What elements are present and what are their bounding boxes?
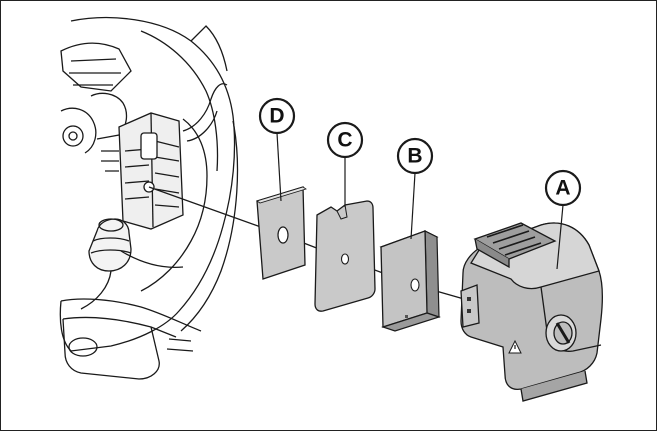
part-a-cover [460, 222, 603, 402]
callout-d: D [258, 97, 296, 135]
part-d-gasket [256, 186, 307, 280]
callout-c: C [326, 121, 364, 159]
callout-d-circle [258, 97, 296, 135]
engine-body [59, 17, 239, 380]
callout-b-circle [396, 137, 434, 175]
callout-d-label: D [269, 105, 284, 128]
callout-a-circle [544, 169, 582, 207]
callout-b: B [396, 137, 434, 175]
part-c-plate [314, 200, 376, 312]
callout-a-label: A [555, 177, 570, 200]
callout-c-label: C [337, 129, 352, 152]
part-b-filter [379, 230, 441, 332]
callout-c-circle [326, 121, 364, 159]
callout-a: A [544, 169, 582, 207]
callout-leaders [276, 132, 564, 270]
callout-b-label: B [407, 145, 422, 168]
